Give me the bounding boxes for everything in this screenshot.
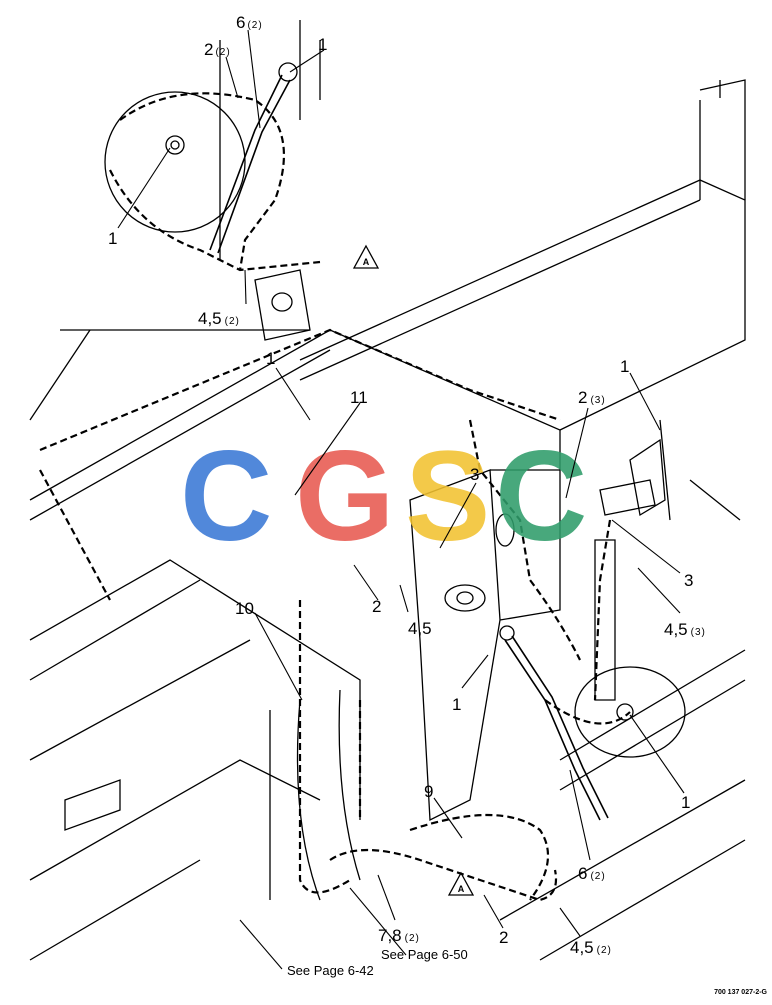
- see-page-6-42-reference: See Page 6-42: [287, 963, 374, 978]
- callout-1-mid-left: 1: [266, 349, 275, 368]
- callout-4-5-center: 4,5: [408, 619, 432, 638]
- callout-4-5-top: 4,5(2): [198, 309, 240, 328]
- watermark-letter-s: S: [405, 425, 490, 568]
- watermark-letter-c1: C: [180, 425, 272, 568]
- figure-id: 700 137 027-2-G: [714, 989, 767, 996]
- callout-1-lower-right: 1: [681, 793, 690, 812]
- chain-dashed-linework: [39, 92, 631, 902]
- callout-1-top-left: 1: [108, 229, 117, 248]
- marker-label: A: [458, 884, 465, 894]
- detail-marker-a-bottom: A: [447, 871, 475, 896]
- callout-2-bottom: 2: [499, 928, 508, 947]
- callout-2-center: 2: [372, 597, 381, 616]
- callout-10: 10: [235, 599, 254, 618]
- callout-1-right: 1: [620, 357, 629, 376]
- callout-2-top: 2(2): [204, 40, 231, 59]
- callout-6-top: 6(2): [236, 13, 263, 32]
- callout-9: 9: [424, 782, 433, 801]
- callout-1-top-right: 1: [318, 35, 327, 54]
- drive-arms: [209, 74, 609, 821]
- callouts: 6(2) 2(2) 1 1 4,5(2) 1 11 1 2(3) 3 3 4,5…: [108, 13, 706, 957]
- header-frame-linework: [29, 20, 746, 961]
- detail-marker-a-top: A: [352, 244, 380, 269]
- callout-3-right: 3: [684, 571, 693, 590]
- callout-7-8: 7,8(2): [378, 926, 420, 945]
- callout-3-center: 3: [470, 465, 479, 484]
- callout-2-right: 2(3): [578, 388, 606, 407]
- leader-lines: [117, 29, 685, 970]
- callout-1-center: 1: [452, 695, 461, 714]
- watermark: C G S C: [180, 425, 587, 568]
- callout-6-bottom: 6(2): [578, 864, 606, 883]
- callout-11: 11: [350, 388, 368, 407]
- callout-4-5-right: 4,5(3): [664, 620, 706, 639]
- marker-label: A: [363, 257, 370, 267]
- watermark-letter-c2: C: [495, 425, 587, 568]
- see-page-6-50-reference: See Page 6-50: [381, 947, 468, 962]
- watermark-letter-g: G: [295, 425, 395, 568]
- callout-4-5-bottom: 4,5(2): [570, 938, 612, 957]
